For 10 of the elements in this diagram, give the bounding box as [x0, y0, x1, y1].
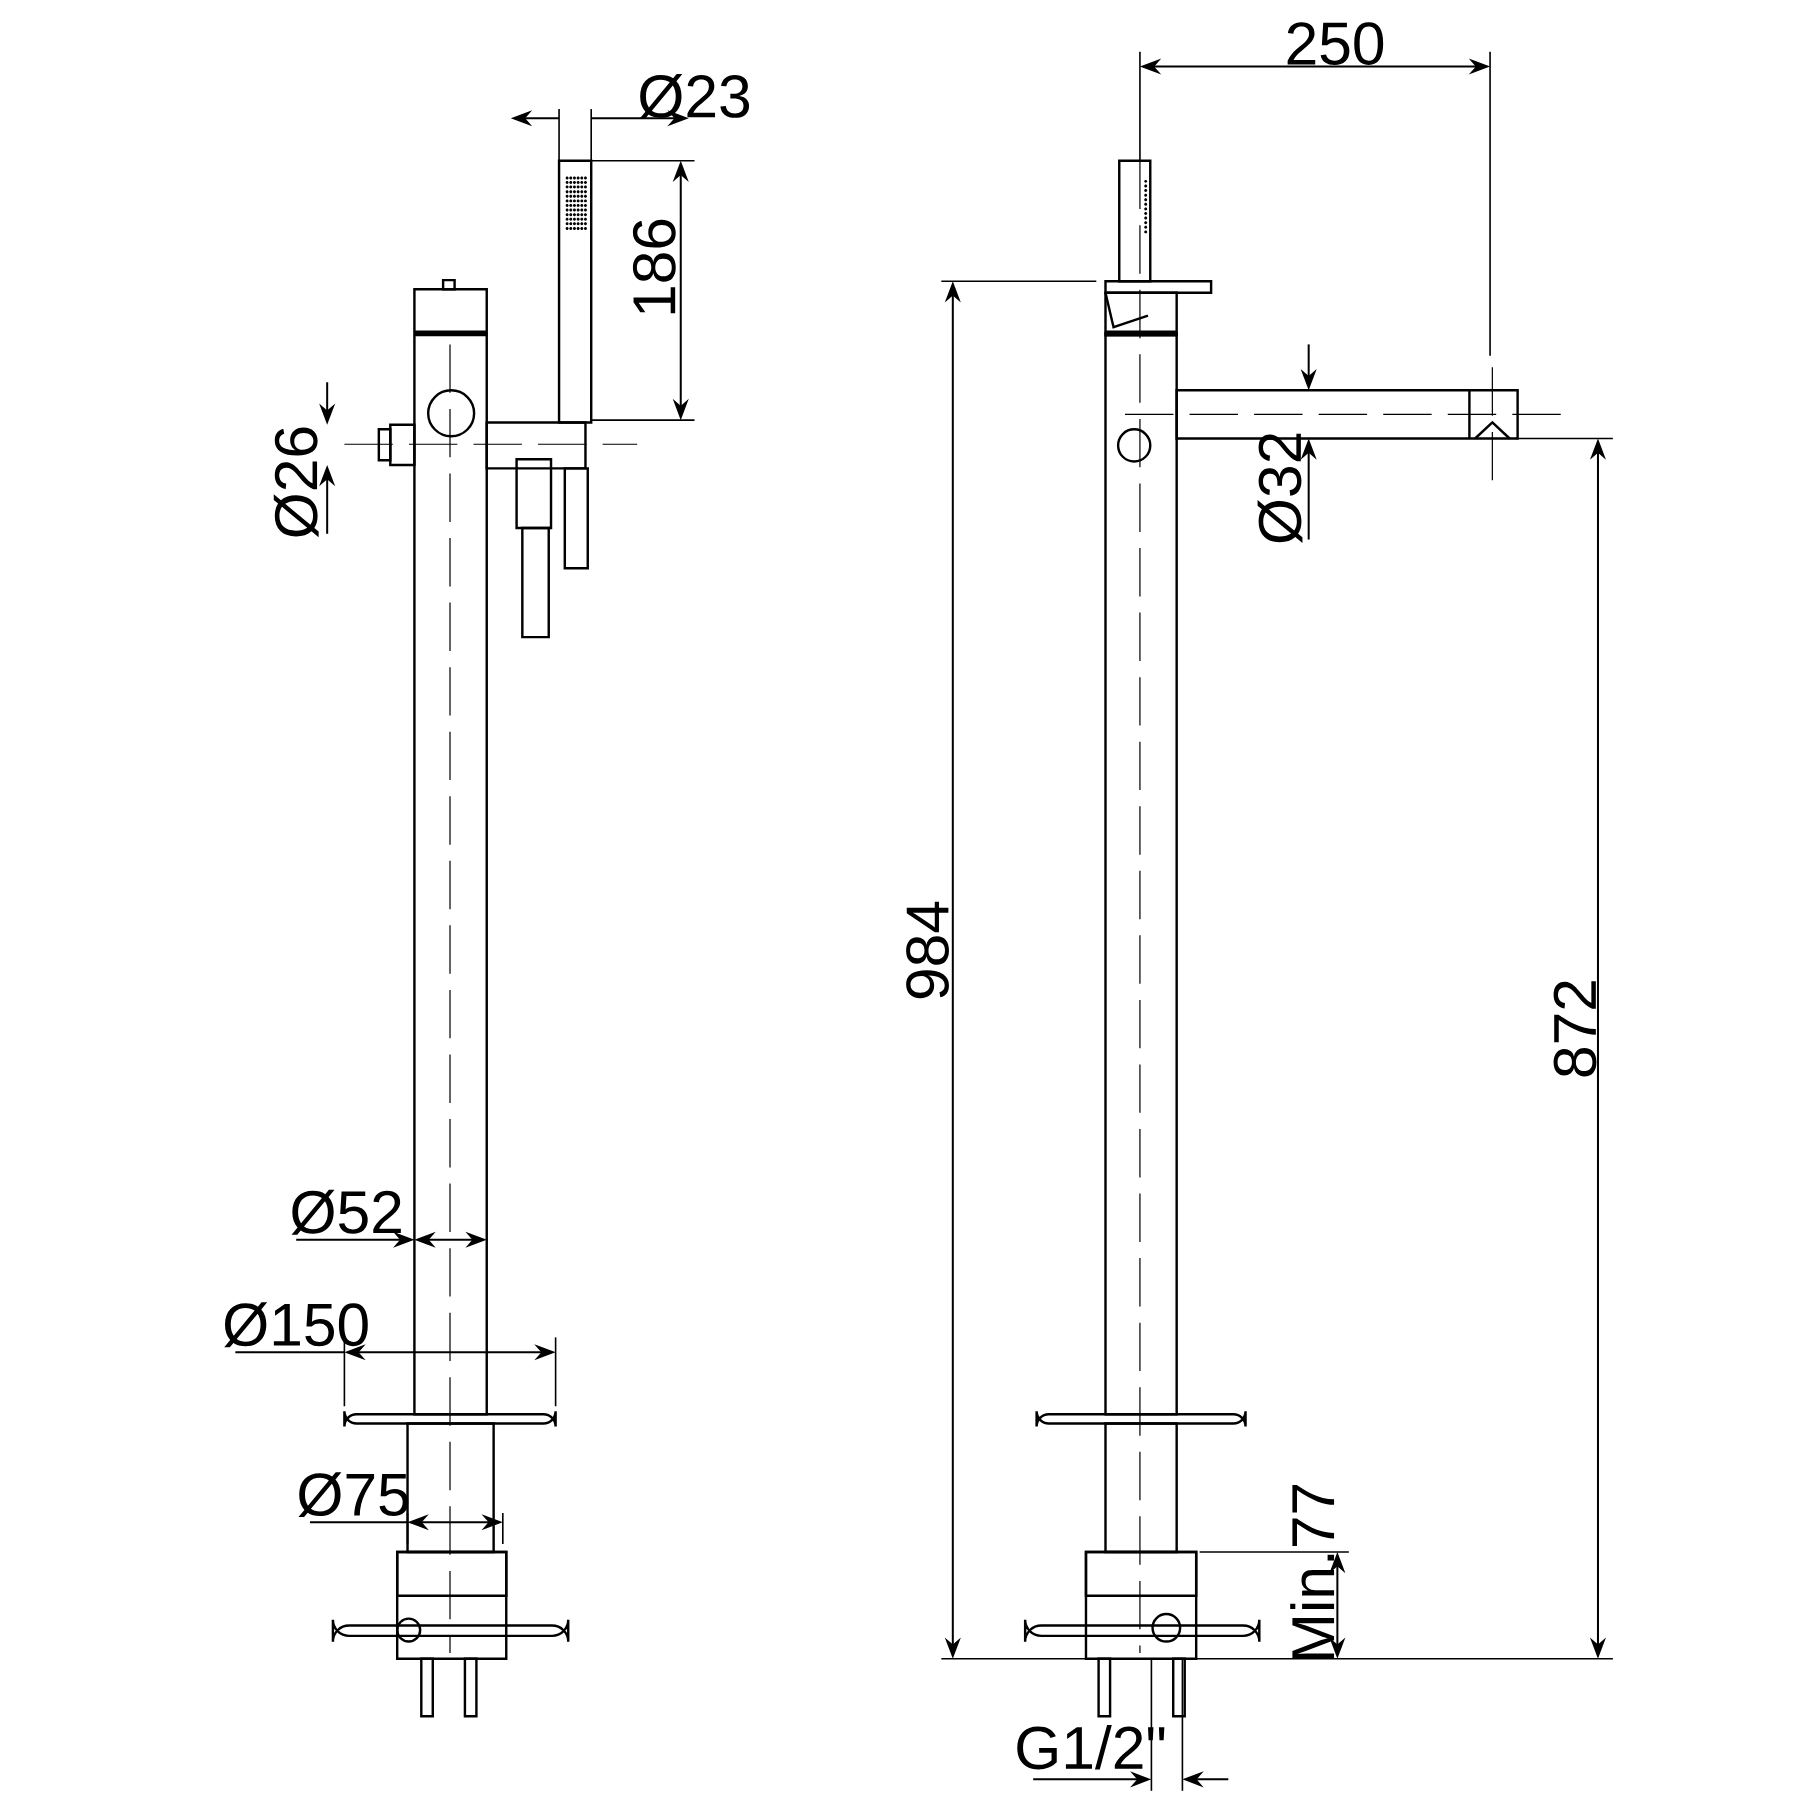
dimension-label: 186 [632, 219, 676, 314]
dimension-label: Min.77 [1290, 1484, 1335, 1659]
dimension-label: 984 [906, 901, 949, 999]
dimension-label: Ø150 [224, 1302, 368, 1348]
dimension-label: Ø26 [273, 427, 319, 538]
dimension-label: Ø32 [1257, 433, 1303, 543]
dimension-label: Ø52 [291, 1189, 401, 1235]
dimension-label: 250 [1287, 22, 1384, 65]
dimension-label: Ø23 [639, 74, 750, 119]
dimension-label: 872 [1553, 981, 1597, 1077]
